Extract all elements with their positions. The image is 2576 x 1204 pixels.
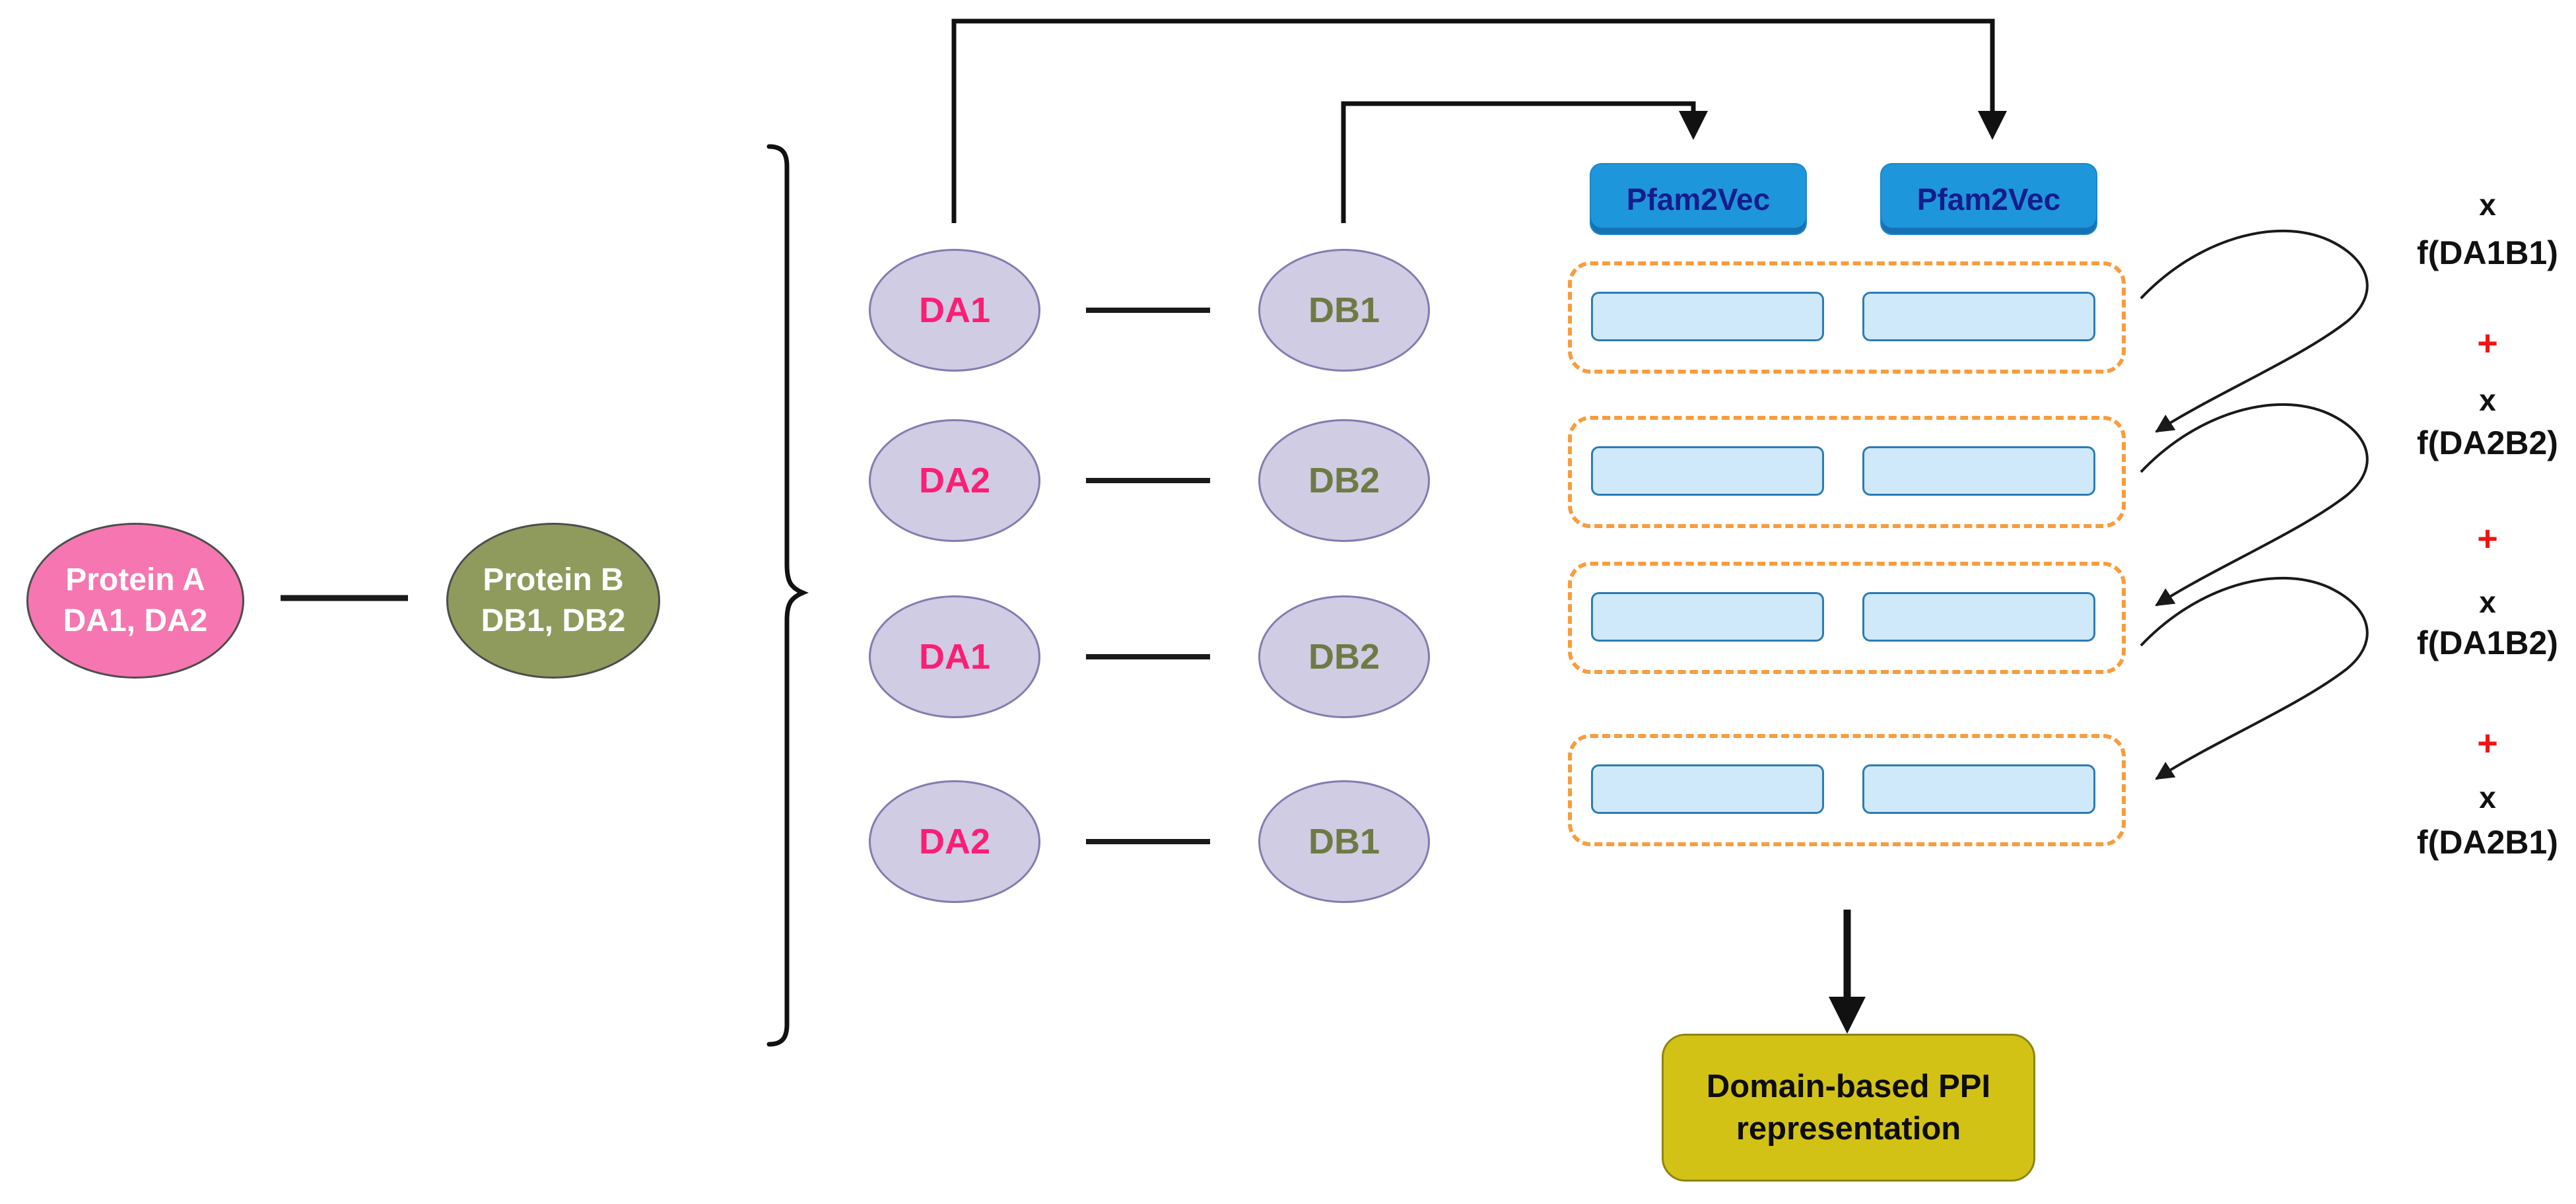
plus-symbol-3: + xyxy=(2477,723,2498,763)
multiply-symbol-4: x xyxy=(2479,780,2496,815)
domain-label: DA1 xyxy=(918,290,991,330)
protein-b-domains: DB1, DB2 xyxy=(481,603,626,638)
pfam2vec-box-right: Pfam2Vec xyxy=(1880,163,2097,235)
output-arrowhead xyxy=(1829,997,1866,1034)
embedding-group-row3 xyxy=(1568,562,2126,674)
elbow-arrowhead-left xyxy=(1679,111,1708,140)
output-line1: Domain-based PPI xyxy=(1706,1069,1991,1104)
domain-node-row3-right: DB2 xyxy=(1258,595,1430,718)
protein-a-name: Protein A xyxy=(65,562,205,597)
embedding-group-row1 xyxy=(1568,261,2126,374)
elbow-arrow-da1-to-pfam2vec xyxy=(951,18,1995,223)
pfam2vec-label: Pfam2Vec xyxy=(1626,182,1771,217)
domain-node-row4-left: DA2 xyxy=(869,780,1040,903)
plus-symbol-1: + xyxy=(2477,323,2498,363)
embedding-vector xyxy=(1591,764,1824,814)
protein-b-name: Protein B xyxy=(483,562,624,597)
domain-label: DA2 xyxy=(918,822,991,861)
embedding-group-row2 xyxy=(1568,416,2126,528)
domain-label: DA1 xyxy=(918,637,991,677)
weight-loop-arrow-1 xyxy=(2140,229,2369,433)
domain-label: DA2 xyxy=(918,461,991,500)
multiply-symbol-3: x xyxy=(2479,585,2496,619)
output-representation-box: Domain-based PPI representation xyxy=(1662,1034,2035,1182)
weight-term-2: f(DA2B2) xyxy=(2417,424,2558,461)
embedding-vector xyxy=(1591,292,1824,341)
multiply-symbol-2: x xyxy=(2479,383,2496,417)
pfam2vec-box-left: Pfam2Vec xyxy=(1590,163,1807,235)
weight-term-4: f(DA2B1) xyxy=(2417,824,2558,861)
elbow-arrow-db1-to-pfam2vec xyxy=(1341,101,1696,223)
weight-term-3: f(DA1B2) xyxy=(2417,624,2558,661)
domain-node-row2-left: DA2 xyxy=(869,419,1040,542)
domain-label: DB2 xyxy=(1308,461,1380,500)
domain-node-row3-left: DA1 xyxy=(869,595,1040,718)
embedding-vector xyxy=(1862,592,2095,642)
embedding-group-row4 xyxy=(1568,734,2126,846)
domain-node-row4-right: DB1 xyxy=(1258,780,1430,903)
weight-term-1: f(DA1B1) xyxy=(2417,234,2558,271)
embedding-vector xyxy=(1591,592,1824,642)
embedding-vector xyxy=(1862,292,2095,341)
weight-loop-arrow-3 xyxy=(2140,576,2369,780)
plus-symbol-2: + xyxy=(2477,519,2498,558)
domain-label: DB2 xyxy=(1308,637,1380,677)
protein-a-node: Protein A DA1, DA2 xyxy=(26,523,244,679)
protein-a-domains: DA1, DA2 xyxy=(63,603,208,638)
elbow-arrowhead-right xyxy=(1978,111,2007,140)
weight-loop-arrow-2 xyxy=(2140,403,2369,607)
embedding-vector xyxy=(1862,764,2095,814)
domain-label: DB1 xyxy=(1308,822,1380,861)
domain-label: DB1 xyxy=(1308,290,1380,330)
embedding-vector xyxy=(1591,446,1824,496)
multiply-symbol-1: x xyxy=(2479,187,2496,222)
output-line2: representation xyxy=(1736,1111,1961,1147)
domain-node-row1-left: DA1 xyxy=(869,249,1040,372)
domain-node-row1-right: DB1 xyxy=(1258,249,1430,372)
embedding-vector xyxy=(1862,446,2095,496)
grouping-brace xyxy=(766,144,809,1047)
domain-node-row2-right: DB2 xyxy=(1258,419,1430,542)
pfam2vec-label: Pfam2Vec xyxy=(1916,182,2061,217)
protein-b-node: Protein B DB1, DB2 xyxy=(446,523,660,679)
